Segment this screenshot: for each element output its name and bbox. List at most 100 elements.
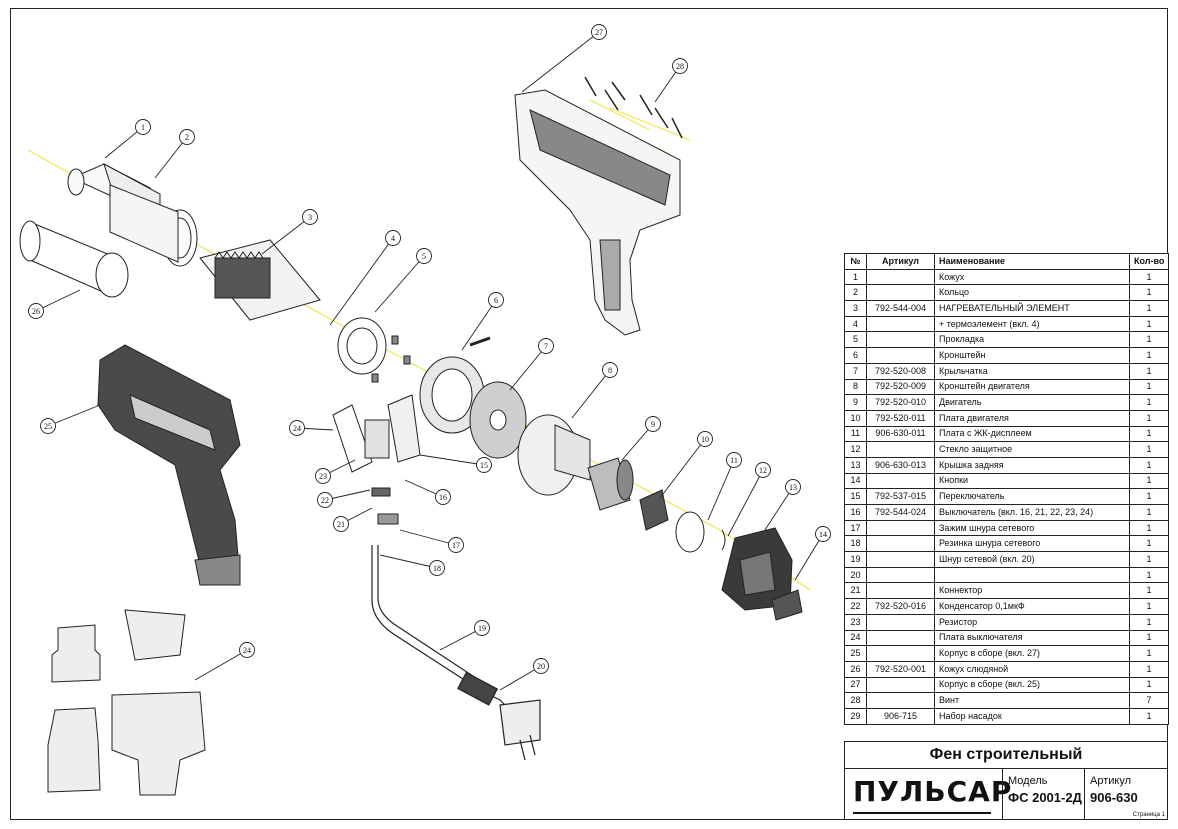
cell-name: Резистор — [934, 613, 1130, 631]
callout-leader-line — [419, 454, 485, 466]
callout-leader-line — [509, 345, 547, 391]
cell-article: 792-544-024 — [866, 504, 935, 521]
part-2-ring — [109, 184, 198, 267]
cell-quantity: 1 — [1129, 488, 1169, 505]
cell-article: 792-544-004 — [866, 300, 935, 317]
callout-label: 8 — [608, 366, 612, 375]
cell-quantity: 1 — [1129, 315, 1169, 333]
callout-label: 10 — [701, 435, 709, 444]
callout-leader-line — [461, 299, 497, 351]
header-name: Наименование — [934, 253, 1130, 270]
switch-parts — [332, 394, 421, 525]
callout-circle — [315, 468, 331, 484]
cell-number: 3 — [844, 300, 867, 317]
callout-circle — [488, 292, 504, 308]
cell-article — [866, 268, 935, 286]
document-title: Фен строительный — [845, 742, 1167, 769]
callout-circle — [239, 642, 255, 658]
callout-label: 9 — [651, 420, 655, 429]
part-13-rear-cover — [721, 527, 793, 611]
cell-quantity: 1 — [1129, 551, 1169, 568]
callout-label: 1 — [141, 123, 145, 132]
callout-circle — [815, 526, 831, 542]
header-article: Артикул — [866, 253, 935, 270]
cell-quantity: 1 — [1129, 519, 1169, 537]
cell-quantity: 1 — [1129, 394, 1169, 411]
callout-leader-line — [154, 136, 188, 179]
callout-leader-line — [659, 438, 706, 499]
callout-label: 12 — [759, 466, 767, 475]
part-6-bracket — [419, 336, 491, 434]
cell-number: 18 — [844, 535, 867, 553]
part-27-housing-half — [514, 89, 681, 336]
cell-name: Кольцо — [934, 284, 1130, 302]
cell-number: 20 — [844, 566, 867, 584]
callout-circle — [385, 230, 401, 246]
cell-name: Двигатель — [934, 394, 1130, 411]
cell-name: Переключатель — [934, 488, 1130, 505]
cell-article — [866, 613, 935, 631]
part-19-power-cord — [371, 545, 541, 761]
callout-label: 27 — [595, 28, 603, 37]
callout-circle — [476, 457, 492, 473]
cell-name: Крышка задняя — [934, 456, 1130, 474]
callout-leader-line — [194, 649, 248, 681]
cell-name: Плата с ЖК-дисплеем — [934, 425, 1130, 443]
callout-leader-line — [104, 126, 144, 159]
callout-label: 16 — [439, 493, 447, 502]
table-header-row: № Артикул Наименование Кол-во — [844, 253, 1169, 270]
part-5-gasket — [337, 317, 387, 375]
callout-circle — [40, 418, 56, 434]
header-number: № — [844, 253, 867, 270]
cell-article: 792-520-016 — [866, 598, 935, 615]
callout-circle — [785, 479, 801, 495]
callout-label: 4 — [391, 234, 395, 243]
callout-circle — [533, 658, 549, 674]
cell-number: 13 — [844, 456, 867, 474]
cell-article — [866, 676, 935, 694]
cell-number: 10 — [844, 409, 867, 427]
model-cell: Модель ФС 2001-2Д — [1002, 768, 1085, 820]
cell-quantity: 1 — [1129, 456, 1169, 474]
cell-article — [866, 441, 935, 458]
callout-circle — [672, 58, 688, 74]
callout-circle — [302, 209, 318, 225]
cell-name: Кронштейн — [934, 347, 1130, 364]
callout-label: 5 — [422, 252, 426, 261]
part-26-mica-casing — [19, 220, 129, 298]
callout-circle — [602, 362, 618, 378]
cell-name: Коннектор — [934, 582, 1130, 600]
callout-circle — [135, 119, 151, 135]
cell-name: Винт — [934, 692, 1130, 709]
cell-number: 4 — [844, 315, 867, 333]
cell-number: 16 — [844, 504, 867, 521]
article-cell: Артикул 906-630 — [1084, 768, 1168, 820]
cell-quantity: 1 — [1129, 300, 1169, 317]
cell-number: 25 — [844, 645, 867, 662]
callout-circle — [333, 516, 349, 532]
cell-number: 7 — [844, 362, 867, 380]
part-8-motor-bracket — [517, 414, 591, 496]
brand-logo: ПУЛЬСАР — [853, 775, 1013, 808]
cell-quantity: 1 — [1129, 472, 1169, 490]
page-note: Страница 1 — [1132, 812, 1165, 818]
callout-label: 28 — [676, 62, 684, 71]
header-quantity: Кол-во — [1129, 253, 1169, 270]
callout-label: 6 — [494, 296, 498, 305]
part-25-housing-assembly — [97, 344, 241, 586]
